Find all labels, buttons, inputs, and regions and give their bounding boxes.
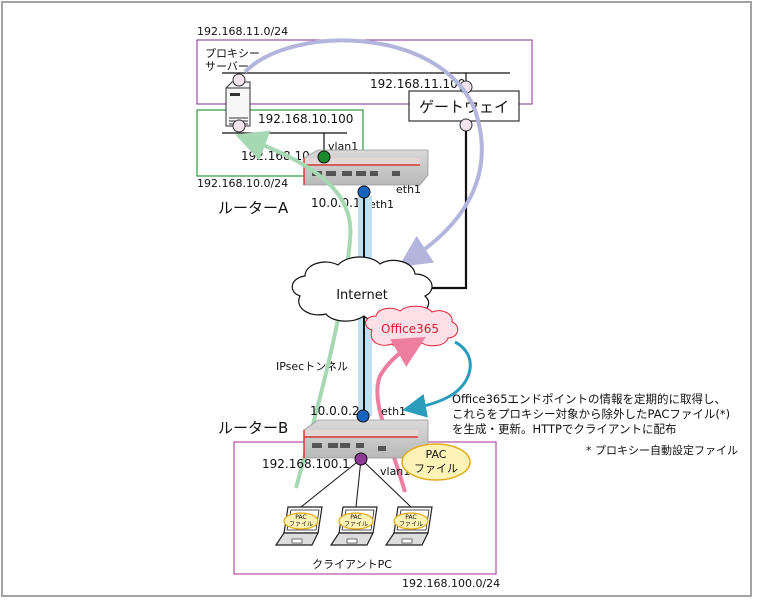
flow-purple-arrow — [243, 38, 484, 267]
client-pac-file — [393, 512, 429, 530]
gateway-port-lower — [459, 118, 473, 132]
routerB-pac-line2: ファイル — [414, 462, 458, 475]
proxy-server-icon — [225, 81, 251, 127]
proxy-segment-label: 192.168.11.0/24 — [197, 25, 288, 38]
client-pac-line1: PAC — [405, 514, 416, 521]
routerB-pac-file — [401, 443, 471, 481]
client-link-2 — [355, 458, 362, 508]
office365-label: Office365 — [381, 322, 439, 336]
routerB-lan-label: 192.168.100.0/24 — [402, 577, 500, 590]
routerA-label: ルーターA — [218, 199, 289, 217]
client-pac-line1: PAC — [295, 514, 306, 521]
description-footnote: * プロキシー自動設定ファイル — [586, 443, 738, 457]
proxy-ip: 192.168.10.100 — [258, 112, 353, 126]
routerA-eth-port — [357, 185, 371, 199]
flow-green-arrow — [235, 130, 353, 489]
client-pac-line2: ファイル — [399, 521, 423, 528]
gateway-box — [408, 90, 520, 122]
routerA-device — [303, 149, 429, 186]
client-pc-3[interactable]: PACファイル — [384, 506, 433, 546]
routerA-vlan-port — [317, 150, 331, 164]
routerB-vlan-label: vlan1 — [380, 465, 410, 478]
routerA-port-label: eth1 — [396, 183, 421, 196]
client-pac-file — [338, 512, 374, 530]
internet-label: Internet — [336, 288, 388, 303]
routerA-wan-label: eth1 — [369, 198, 394, 211]
gateway-label: ゲートウェイ — [419, 98, 509, 116]
proxy-server-label-2: サーバー — [205, 60, 249, 73]
description-line-2: これらをプロキシー対象から除外したPACファイル(*) — [452, 407, 730, 421]
proxy-server-label-1: プロキシー — [205, 47, 260, 60]
routerB-label: ルーターB — [218, 419, 288, 437]
routerA-lan-label: 192.168.10.0/24 — [197, 177, 288, 190]
flow-teal-arrow — [402, 340, 472, 418]
client-pac-line2: ファイル — [289, 521, 313, 528]
internet-cloud — [291, 256, 433, 323]
routerA-lan-box — [196, 109, 364, 177]
client-pc-2[interactable]: PACファイル — [329, 506, 378, 546]
routerB-wan-label: eth1 — [381, 405, 406, 418]
clients-label: クライアントPC — [312, 558, 392, 571]
client-link-1 — [300, 458, 362, 508]
gateway-ip: 192.168.11.100 — [370, 77, 465, 91]
routerB-eth-port — [356, 409, 370, 423]
routerB-pac-line1: PAC — [426, 448, 447, 461]
description-line-3: を生成・更新。HTTPでクライアントに配布 — [452, 422, 676, 436]
client-pac-line1: PAC — [350, 514, 361, 521]
proxy-port-upper — [232, 73, 246, 87]
routerB-device — [303, 419, 429, 459]
client-pac-file — [283, 512, 319, 530]
client-pc-1[interactable]: PACファイル — [274, 506, 323, 546]
tunnel-label: IPsecトンネル — [276, 360, 348, 373]
client-pac-line2: ファイル — [344, 521, 368, 528]
routerB-vlan-port — [354, 452, 368, 466]
routerA-wan-ip: 10.0.0.1 — [311, 196, 361, 210]
description-line-1: Office365エンドポイントの情報を定期的に取得し、 — [452, 392, 726, 406]
proxy-port-lower — [232, 119, 246, 133]
routerB-vlan-ip: 192.168.100.1 — [262, 457, 350, 471]
gateway-internet-link — [425, 131, 468, 290]
client-link-3 — [360, 458, 412, 508]
routerB-wan-ip: 10.0.0.2 — [310, 404, 360, 418]
